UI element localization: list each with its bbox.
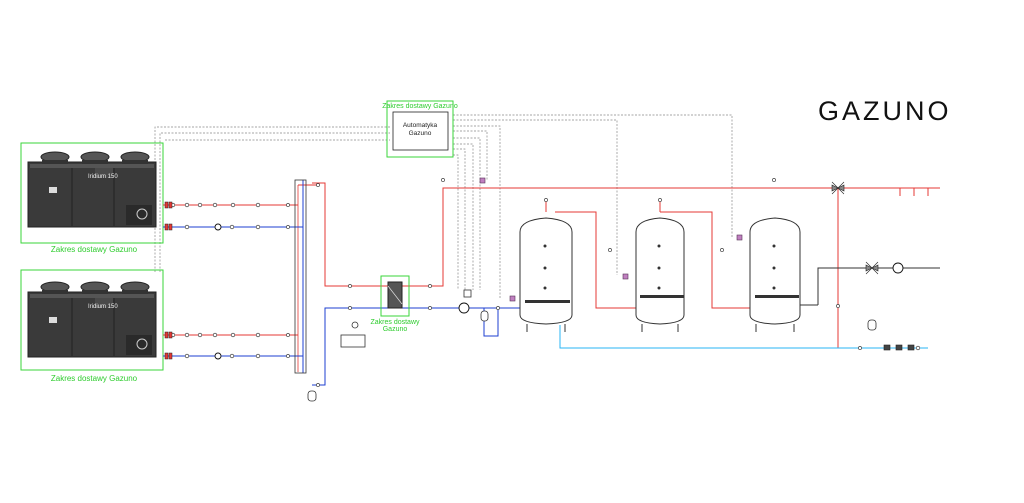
mixing-valves: [831, 181, 879, 275]
hydraulic-separator: [294, 179, 307, 374]
supply-pipes: [163, 182, 940, 372]
buffer-tank-3: [749, 217, 801, 332]
unit-1-model-label: Iridium 150: [88, 174, 118, 180]
expansion-vessels: [307, 289, 877, 402]
exchanger-scope-line1: Zakres dostawy: [370, 319, 420, 326]
water-inlet-fittings: [883, 344, 921, 351]
automation-box-line2: Gazuno: [409, 130, 432, 137]
automation-box-line1: Automatyka: [403, 122, 438, 129]
heat-pump-unit-1: Iridium 150 Zakres dostawy Gazuno: [20, 142, 164, 254]
temperature-sensors: [479, 177, 743, 302]
unit-2-scope-frame: [20, 269, 164, 371]
gazuno-logo: GAZUNO: [818, 96, 952, 126]
automation-scope-label: Zakres dostawy Gazuno: [382, 103, 458, 110]
unit-1-cabinet: [27, 161, 157, 228]
exchanger-scope-line2: Gazuno: [383, 326, 408, 333]
control-lines: [154, 114, 733, 298]
unit-2-scope-label: Zakres dostawy Gazuno: [51, 374, 138, 383]
heat-pump-unit-2: Iridium 150 Zakres dostawy Gazuno: [20, 269, 164, 383]
automation-scope-frame: [386, 100, 454, 158]
heat-exchanger-group: Zakres dostawy Gazuno: [370, 275, 420, 333]
unit-2-model-label: Iridium 150: [88, 304, 118, 310]
pumps: [214, 223, 904, 360]
unit-1-scope-label: Zakres dostawy Gazuno: [51, 245, 138, 254]
automation-controller-box: [392, 111, 449, 151]
pump-2-icon: [892, 262, 904, 274]
pipe-fittings: [170, 178, 862, 387]
unit-flanges: [164, 201, 173, 360]
cold-water-line: [559, 325, 928, 349]
logo-text: GAZUNO: [818, 96, 952, 126]
buffer-tanks: [519, 217, 801, 332]
buffer-tank-2: [635, 217, 685, 332]
buffer-tank-1: [519, 217, 573, 332]
exchanger-scope-frame: [380, 275, 410, 317]
automation-group: Zakres dostawy Gazuno Automatyka Gazuno: [382, 100, 458, 158]
unit-1-scope-frame: [20, 142, 164, 244]
pump-1-icon: [458, 302, 470, 314]
